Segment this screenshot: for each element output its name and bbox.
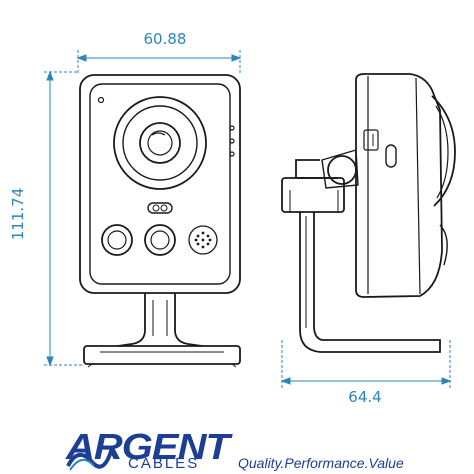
brand-tagline: Quality.Performance.Value <box>238 455 404 471</box>
lens-ring <box>139 122 181 164</box>
pir-sensor <box>101 224 133 256</box>
dimension-lines <box>44 50 452 388</box>
ir-led <box>144 224 176 256</box>
front-stand-neck <box>117 293 203 347</box>
mount-block <box>281 177 345 213</box>
mount-bracket <box>299 212 441 353</box>
lens-housing-outer <box>113 96 207 190</box>
microphone-grille <box>188 225 218 255</box>
front-body-inner <box>89 83 231 285</box>
side-button <box>385 144 397 168</box>
front-body-outer <box>79 74 241 294</box>
depth-dimension-label: 64.4 <box>348 388 382 406</box>
hinge-ball <box>327 155 357 185</box>
lens-glass <box>147 130 173 156</box>
status-led <box>97 96 105 104</box>
sd-slot <box>363 129 379 151</box>
width-dimension-label: 60.88 <box>143 30 187 48</box>
camera-front-view <box>79 74 241 368</box>
front-stand-base <box>83 345 241 365</box>
brand-logo-main: ARGENT <box>66 427 230 467</box>
brand-logo-sub: CABLES <box>128 455 200 472</box>
light-sensor <box>147 202 173 214</box>
mount-arm <box>295 159 338 179</box>
camera-side-view <box>281 73 456 353</box>
side-lens <box>431 95 456 207</box>
logo-swoosh-icon <box>66 447 114 471</box>
height-dimension-label: 111.74 <box>9 187 27 241</box>
lens-housing-ring <box>122 105 198 181</box>
side-body <box>355 73 443 298</box>
microphone-holes <box>194 231 212 249</box>
